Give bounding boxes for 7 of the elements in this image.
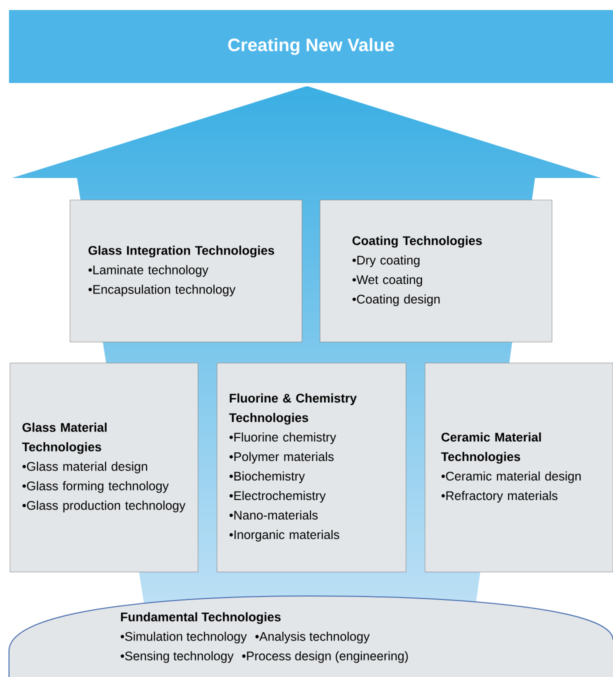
technology-box: Glass Material Technologies •Glass material design •Glass forming technology •Glass production technology [10,362,198,572]
technology-box: Glass Integration Technologies •Laminate technology •Encapsulation technology [70,200,302,342]
technology-box: Coating Technologies •Dry coating •Wet coating •Coating design [320,200,552,342]
title-band: Creating New Value [9,10,613,83]
technology-box: Fluorine & Chemistry Technologies •Fluorine chemistry •Polymer materials •Biochemistry •Electrochemistry •Nano-materials •Inorganic materials [216,362,406,572]
foundation-dome: Fundamental Technologies •Simulation technology •Analysis technology •Sensing technology •Process design (engineering) [8,596,613,677]
technology-box: Ceramic Material Technologies •Ceramic material design •Refractory materials [424,362,613,572]
